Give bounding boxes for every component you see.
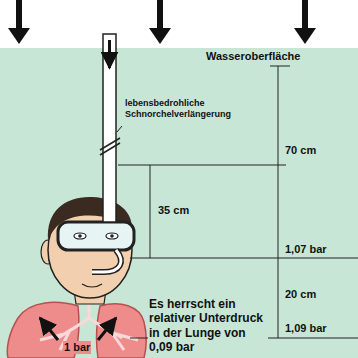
note-text: Es herrscht ein relativer Unterdruck in … — [148, 297, 268, 355]
surface-label: Wasseroberfläche — [205, 50, 301, 63]
snorkel — [92, 34, 121, 272]
pressure-arrows — [8, 0, 316, 44]
warning-label: lebensbedrohliche Schnorchelverlängerung — [124, 98, 236, 120]
lung-arrows — [40, 318, 116, 340]
pressure-label: 1,07 bar — [284, 243, 328, 256]
water — [0, 48, 358, 358]
dimension-label: 20 cm — [284, 288, 317, 301]
pressure-label: 1 bar — [63, 341, 91, 354]
pressure-label: 1,09 bar — [284, 322, 328, 335]
dimension-label: 70 cm — [284, 144, 317, 157]
lungs — [7, 290, 146, 358]
dimension-label: 35 cm — [157, 204, 190, 217]
diving-mask — [58, 222, 134, 250]
leader-line — [117, 126, 122, 132]
